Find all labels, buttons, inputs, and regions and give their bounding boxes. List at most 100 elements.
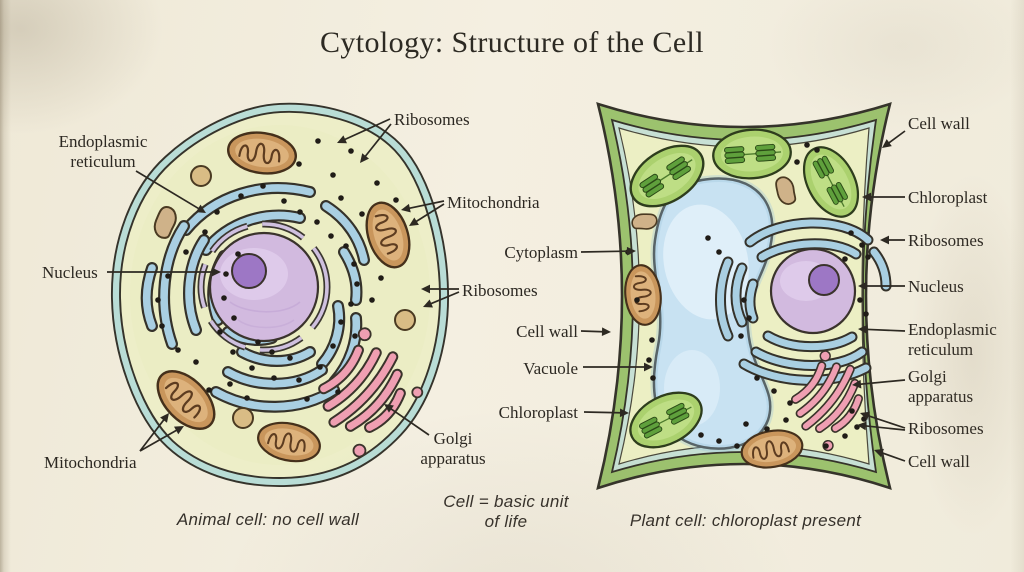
ribosome-dot xyxy=(646,357,652,363)
ribosome-dot xyxy=(698,432,704,438)
ribosome-dot xyxy=(271,375,277,381)
ribosome-dot xyxy=(787,400,793,406)
ribosome-dot xyxy=(849,408,855,414)
ribosome-dot xyxy=(374,180,380,186)
ribosome-dot xyxy=(230,349,236,355)
ribosome-dot xyxy=(746,315,752,321)
ribosome-dot xyxy=(804,142,810,148)
ribosomes xyxy=(625,142,871,449)
animal-cell-drawing xyxy=(110,102,450,488)
cell-membrane-band xyxy=(112,104,448,486)
ribosome-dot xyxy=(214,209,220,215)
ribosome-dot xyxy=(352,333,358,339)
ribosome-dot xyxy=(359,211,365,217)
ribosome-dot xyxy=(249,365,255,371)
label-arrow xyxy=(404,200,445,211)
label-arrow xyxy=(863,413,906,429)
ribosome-dot xyxy=(315,138,321,144)
ribosome-dot xyxy=(159,323,165,329)
ribosome-dot xyxy=(351,261,357,267)
golgi-apparatus xyxy=(790,350,864,452)
label-plant-chloroplast-left: Chloroplast xyxy=(498,403,578,422)
ribosome-dot xyxy=(764,426,770,432)
ribosome-dot xyxy=(634,297,640,303)
ribosome-dot xyxy=(741,297,747,303)
ribosome-dot xyxy=(175,347,181,353)
ribosome-dot xyxy=(255,339,261,345)
endoplasmic-reticulum xyxy=(715,217,892,386)
ribosome-dot xyxy=(155,297,161,303)
ribosome-dot xyxy=(848,230,854,236)
label-arrow xyxy=(861,328,906,332)
ribosome-dot xyxy=(814,147,820,153)
vesicle xyxy=(394,309,416,331)
ribosome-dot xyxy=(165,273,171,279)
ribosome-dot xyxy=(338,319,344,325)
label-arrow xyxy=(361,123,392,161)
label-plant-cell-wall-left: Cell wall xyxy=(516,322,578,341)
ribosome-dot xyxy=(794,159,800,165)
ribosome-dot xyxy=(330,343,336,349)
golgi-vesicle xyxy=(819,350,831,362)
label-animal-mitochondria-upper: Mitochondria xyxy=(447,193,540,212)
ribosome-dot xyxy=(354,281,360,287)
ribosome-dot xyxy=(297,209,303,215)
ribosome-dot xyxy=(863,311,869,317)
ribosome-dot xyxy=(314,219,320,225)
ribosome-dot xyxy=(823,443,829,449)
page-title: Cytology: Structure of the Cell xyxy=(319,26,705,59)
vesicle xyxy=(190,165,212,187)
ribosome-dot xyxy=(743,421,749,427)
label-arrow xyxy=(583,411,626,414)
caption-footnote: Cell = basic unit of life xyxy=(443,492,569,532)
ribosome-dot xyxy=(183,249,189,255)
ribosome-dot xyxy=(369,297,375,303)
ribosome-dot xyxy=(296,377,302,383)
label-plant-ribosomes-lower: Ribosomes xyxy=(908,419,984,438)
label-arrow xyxy=(386,405,430,436)
ribosome-dot xyxy=(235,251,241,257)
ribosome-dot xyxy=(348,148,354,154)
ribosome-dot xyxy=(221,295,227,301)
ribosome-dot xyxy=(734,443,740,449)
label-plant-cell-wall-bottom: Cell wall xyxy=(908,452,970,471)
nucleolus xyxy=(808,264,840,296)
ribosome-dot xyxy=(328,233,334,239)
ribosome-dot xyxy=(217,329,223,335)
ribosome-dot xyxy=(716,438,722,444)
ribosome-dot xyxy=(842,433,848,439)
golgi-vesicle xyxy=(357,327,372,342)
vesicle xyxy=(232,407,254,429)
label-animal-er: Endoplasmic reticulum xyxy=(58,132,148,172)
ribosome-dot xyxy=(223,271,229,277)
label-plant-golgi: Golgi apparatus xyxy=(908,367,974,407)
golgi-vesicle xyxy=(411,386,424,399)
label-arrow xyxy=(426,291,460,307)
ribosome-dot xyxy=(343,243,349,249)
label-arrow xyxy=(340,118,391,143)
ribosome-dot xyxy=(754,375,760,381)
label-plant-chloroplast-right: Chloroplast xyxy=(908,188,988,207)
ribosome-dot xyxy=(783,417,789,423)
ribosome-dot xyxy=(857,297,863,303)
label-animal-nucleus: Nucleus xyxy=(42,263,98,282)
ribosome-dot xyxy=(771,388,777,394)
ribosome-dot xyxy=(206,387,212,393)
ribosome-dot xyxy=(330,172,336,178)
ribosome-dot xyxy=(393,197,399,203)
label-plant-er: Endoplasmic reticulum xyxy=(908,320,997,360)
ribosome-dot xyxy=(193,359,199,365)
label-arrow xyxy=(139,427,181,452)
caption-plant-cell: Plant cell: chloroplast present xyxy=(629,511,862,530)
ribosome-dot xyxy=(227,381,233,387)
endoplasmic-reticulum xyxy=(140,182,370,413)
label-arrow xyxy=(855,379,906,386)
label-plant-cytoplasm: Cytoplasm xyxy=(504,243,578,262)
nucleolus xyxy=(231,253,267,289)
ribosome-dot xyxy=(716,249,722,255)
ribosome-dot xyxy=(842,256,848,262)
ribosome-dot xyxy=(202,229,208,235)
golgi-vesicle xyxy=(352,443,367,458)
